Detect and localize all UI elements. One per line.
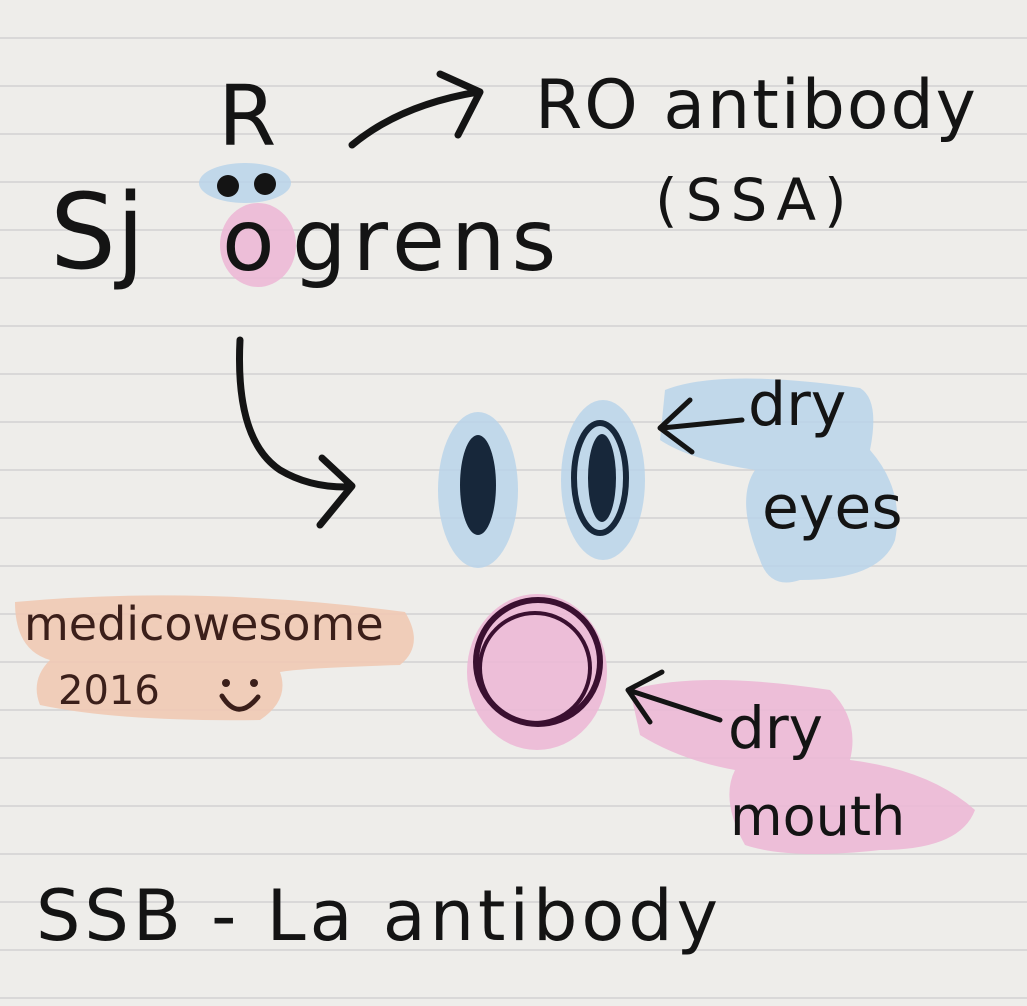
umlaut-dot-right (254, 173, 276, 195)
dry-eyes-line2: eyes (762, 473, 903, 543)
ro-antibody-text: RO antibody (535, 66, 978, 145)
peach-highlight-signature (15, 595, 414, 721)
signature-line2: 2016 (58, 668, 160, 714)
dry-mouth-line1: dry (728, 694, 823, 762)
arrow-icon (657, 397, 745, 455)
ssa-text: (SSA) (655, 166, 855, 234)
dry-mouth-line2: mouth (730, 785, 905, 848)
dry-eyes-line1: dry (748, 370, 846, 440)
blue-highlight-dry-eyes (660, 378, 898, 583)
letter-r: R (218, 67, 276, 165)
eye-icon (460, 420, 629, 536)
title-prefix: Sj (50, 171, 145, 293)
mouth-circle-inner (478, 611, 592, 725)
pink-highlight-o (220, 203, 296, 287)
sjogrens-title: Sj o grens (50, 171, 562, 293)
eye-right-outer (571, 420, 629, 536)
title-suffix: grens (292, 191, 562, 291)
signature-line1: medicowesome (24, 597, 384, 651)
arrow-icon (348, 70, 484, 149)
pink-highlight-dry-mouth (630, 680, 975, 854)
arrow-icon (236, 336, 356, 529)
arrow-icon (625, 669, 723, 725)
eye-left (460, 435, 496, 535)
umlaut-dot-left (217, 175, 239, 197)
r-label-group: R (218, 67, 484, 165)
mouth-icon (473, 597, 603, 727)
title-o: o (222, 191, 275, 291)
smiley-icon (219, 679, 261, 712)
eye-right-inner (588, 434, 616, 522)
ssb-la-antibody-text: SSB - La antibody (36, 875, 722, 957)
